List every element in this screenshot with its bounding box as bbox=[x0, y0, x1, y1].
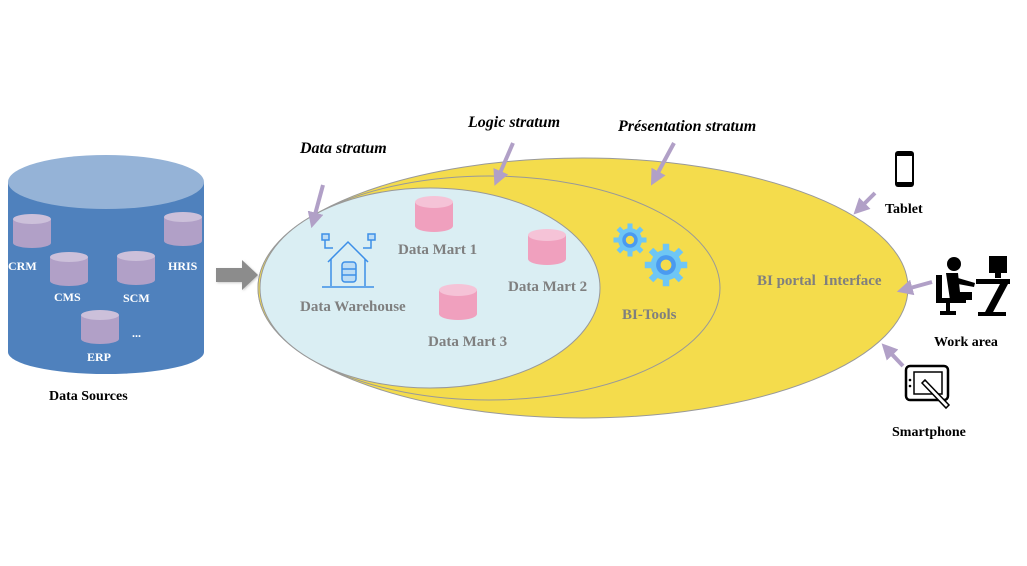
source-label-more: ... bbox=[132, 326, 141, 340]
data-sources-title: Data Sources bbox=[49, 389, 128, 404]
bi-tools-gears-icon bbox=[613, 223, 688, 287]
data-sources-cylinder bbox=[8, 155, 204, 374]
smartphone-pointer-arrow bbox=[881, 343, 905, 368]
data-stratum-title: Data stratum bbox=[299, 140, 387, 157]
work-area-icon bbox=[936, 256, 1010, 316]
data-mart-3-icon bbox=[439, 284, 477, 320]
data-stratum-ellipse bbox=[259, 187, 601, 389]
data-mart-3-label: Data Mart 3 bbox=[428, 334, 507, 350]
large-gear-icon bbox=[644, 243, 688, 287]
work-area-pointer-arrow bbox=[896, 279, 933, 296]
db-icon-cms bbox=[50, 252, 88, 286]
bi-portal-interface-label: BI portal Interface bbox=[757, 273, 882, 289]
tablet-label: Tablet bbox=[885, 202, 923, 217]
cylinder-top bbox=[8, 155, 204, 209]
db-icon-crm bbox=[13, 214, 51, 248]
cylinder-body bbox=[8, 182, 204, 374]
smartphone-icon bbox=[904, 364, 951, 410]
presentation-stratum-pointer-arrow bbox=[650, 142, 676, 186]
tablet-icon bbox=[895, 151, 914, 187]
presentation-stratum-title: Présentation stratum bbox=[617, 118, 756, 135]
data-warehouse-icon bbox=[321, 233, 376, 288]
logic-stratum-pointer-arrow bbox=[493, 142, 515, 186]
db-icon-erp bbox=[81, 310, 119, 344]
source-label-crm: CRM bbox=[8, 259, 37, 273]
tablet-pointer-arrow bbox=[853, 191, 877, 215]
data-mart-1-label: Data Mart 1 bbox=[398, 242, 477, 258]
db-icon-hris bbox=[164, 212, 202, 246]
data-mart-1-icon bbox=[415, 196, 453, 232]
source-label-erp: ERP bbox=[87, 350, 111, 364]
work-area-label: Work area bbox=[934, 335, 998, 350]
logic-stratum-title: Logic stratum bbox=[467, 114, 560, 131]
data-mart-2-icon bbox=[528, 229, 566, 265]
source-label-hris: HRIS bbox=[168, 259, 198, 273]
data-mart-2-label: Data Mart 2 bbox=[508, 279, 587, 295]
small-gear-icon bbox=[613, 223, 647, 257]
data-stratum-pointer-arrow bbox=[307, 184, 325, 229]
db-icon-scm bbox=[117, 251, 155, 285]
bi-tools-label: BI-Tools bbox=[622, 307, 677, 323]
source-label-cms: CMS bbox=[54, 290, 81, 304]
smartphone-label: Smartphone bbox=[892, 425, 966, 440]
flow-arrow-icon bbox=[216, 260, 258, 290]
source-label-scm: SCM bbox=[123, 291, 150, 305]
data-warehouse-label: Data Warehouse bbox=[300, 299, 406, 315]
